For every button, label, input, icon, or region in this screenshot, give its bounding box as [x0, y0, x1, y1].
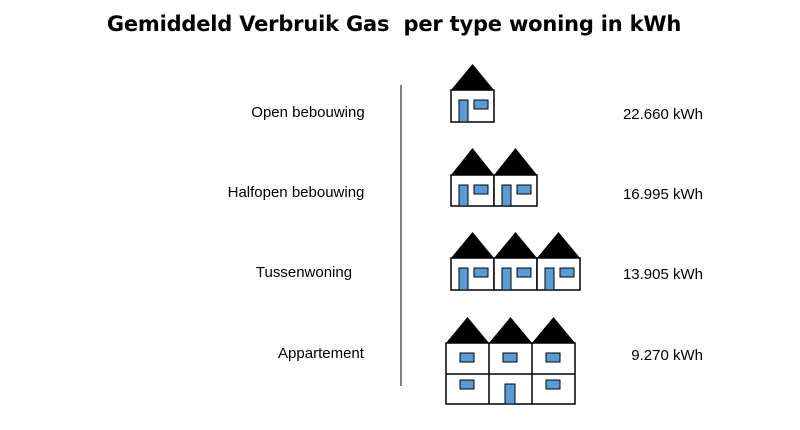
roof-icon	[489, 317, 532, 343]
diagram-title: Gemiddeld Verbruik Gas per type woning i…	[106, 12, 682, 36]
window-icon	[473, 267, 489, 278]
window-icon	[516, 184, 532, 195]
door-icon	[501, 184, 512, 207]
row-label-appartement: Appartement	[278, 345, 364, 362]
door-icon	[458, 267, 469, 291]
divider-line	[400, 85, 402, 386]
roof-icon	[537, 232, 580, 258]
roof-icon	[451, 64, 494, 90]
window-icon	[459, 379, 475, 390]
row-value-open: 22.660 kWh	[622, 106, 703, 123]
window-icon	[545, 379, 561, 390]
window-icon	[502, 352, 518, 363]
window-icon	[516, 267, 532, 278]
door-icon	[504, 383, 516, 405]
row-label-tussenwoning: Tussenwoning	[255, 264, 353, 281]
window-icon	[545, 352, 561, 363]
roof-icon	[451, 232, 494, 258]
window-icon	[459, 352, 475, 363]
roof-icon	[446, 317, 489, 343]
roof-icon	[494, 232, 537, 258]
door-icon	[544, 267, 555, 291]
row-label-halfopen: Halfopen bebouwing	[227, 184, 365, 201]
window-icon	[559, 267, 575, 278]
roof-icon	[494, 148, 537, 175]
roof-icon	[532, 317, 575, 343]
door-icon	[501, 267, 512, 291]
row-value-halfopen: 16.995 kWh	[622, 186, 703, 203]
window-icon	[473, 184, 489, 195]
door-icon	[458, 99, 469, 123]
row-label-open: Open bebouwing	[251, 104, 365, 121]
row-value-appartement: 9.270 kWh	[631, 347, 703, 364]
row-value-tussenwoning: 13.905 kWh	[622, 266, 703, 283]
window-icon	[473, 99, 489, 110]
door-icon	[458, 184, 469, 207]
roof-icon	[451, 148, 494, 175]
